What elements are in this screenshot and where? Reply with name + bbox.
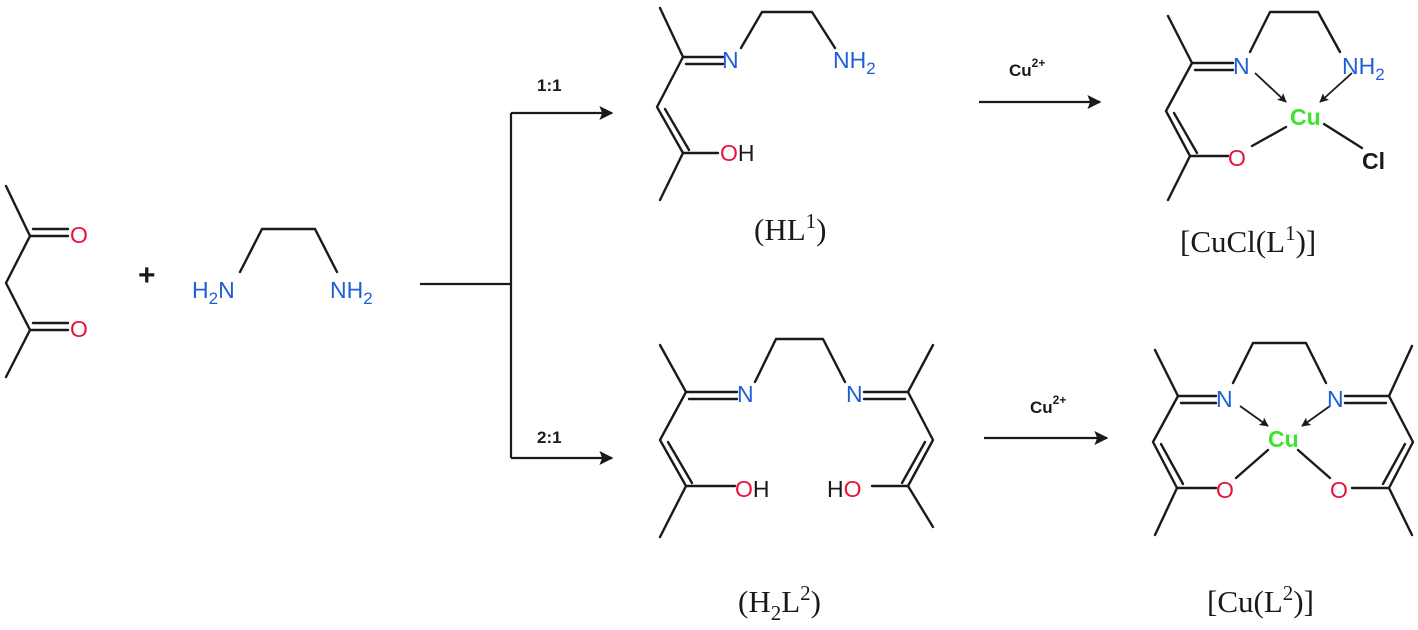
acac-carbonyl-bottom (28, 321, 70, 332)
h2l2-left-alkene (666, 440, 694, 485)
cucl-nh2-cu-dative (1319, 72, 1353, 103)
cucl-l1-complex-molecule: N NH2 O Cu Cl (1164, 10, 1385, 202)
hl1-hydroxyl: OH (720, 140, 755, 166)
cul2-left-imine (1176, 394, 1218, 405)
acac-carbonyl-top (28, 227, 70, 238)
h2l2-ethylene-bridge (753, 337, 847, 384)
cucl-amine: NH2 (1342, 53, 1385, 84)
acac-oxygen-bottom: O (70, 316, 88, 342)
cul2-left-skeleton (1151, 348, 1180, 537)
cucl-cu-cl (1322, 122, 1364, 150)
cul2-right-nitrogen: N (1327, 386, 1344, 412)
cul2-left-oxygen: O (1216, 477, 1234, 503)
cul2-left-alkene (1159, 442, 1185, 486)
cucl-skeleton (1164, 14, 1194, 202)
cucl-chlorine: Cl (1362, 148, 1385, 174)
acac-skeleton (4, 184, 32, 379)
h2l2-right-imine (862, 390, 910, 401)
h2l2-ligand-molecule: N N OH HO (658, 337, 935, 539)
en-amine-right: NH2 (330, 277, 373, 308)
hl1-imine-nitrogen: N (722, 47, 739, 73)
hl1-skeleton (655, 6, 685, 202)
cul2-left-n-cu-dative (1239, 405, 1269, 427)
cul2-ethylene-bridge (1231, 341, 1328, 385)
hl1-ligand-molecule: N NH2 OH (655, 6, 876, 202)
cul2-right-imine (1343, 394, 1391, 405)
h2l2-right-alkene (900, 440, 927, 485)
cucl-n-cu-dative (1254, 72, 1287, 103)
cucl-alkene (1172, 111, 1199, 155)
cul2-left-cu-o (1234, 448, 1270, 480)
cucl-l1-label: [CuCl(L1)] (1180, 221, 1316, 259)
cucl-ethylene-bridge (1248, 10, 1342, 54)
plus-sign: + (138, 259, 156, 292)
cu-l2-label: [Cu(L2)] (1207, 581, 1314, 619)
cul2-right-alkene (1381, 442, 1407, 486)
acetylacetone-molecule: O O (4, 184, 88, 379)
cucl-cu-o (1250, 125, 1288, 148)
ratio-1-1-label: 1:1 (537, 76, 562, 95)
h2l2-right-nitrogen: N (846, 381, 863, 407)
cul2-right-skeleton (1387, 344, 1415, 537)
cucl-imine (1190, 61, 1235, 72)
branch-arrows: 1:1 2:1 (420, 76, 614, 465)
branch-line (420, 113, 513, 458)
ratio-2-1-label: 2:1 (537, 428, 562, 447)
h2l2-left-hydroxyl: OH (735, 476, 770, 502)
hl1-alkene (663, 107, 691, 152)
cucl-oxygen: O (1228, 145, 1246, 171)
hl1-imine (681, 55, 725, 66)
hl1-amine: NH2 (833, 47, 876, 78)
h2l2-left-nitrogen: N (737, 381, 754, 407)
ethylenediamine-molecule: H2N NH2 (192, 227, 373, 308)
cu-ion-label-top: Cu2+ (1009, 56, 1045, 80)
h2l2-left-imine (684, 390, 739, 401)
cul2-copper: Cu (1268, 426, 1299, 452)
cucl-imine-nitrogen: N (1233, 53, 1250, 79)
cul2-right-cu-o (1296, 448, 1332, 480)
cu-addition-arrow-top: Cu2+ (979, 56, 1102, 109)
cul2-right-n-cu-dative (1301, 405, 1331, 427)
cul2-right-oxygen: O (1330, 477, 1348, 503)
cu-l2-complex-molecule: N N Cu O O (1151, 341, 1415, 537)
en-skeleton (238, 227, 339, 274)
h2l2-right-skeleton (906, 343, 935, 529)
cul2-left-nitrogen: N (1216, 386, 1233, 412)
hl1-ethylene-bridge (739, 10, 837, 50)
h2l2-label: (H2L2) (738, 581, 821, 625)
cu-addition-arrow-bottom: Cu2+ (984, 393, 1109, 445)
cucl-copper: Cu (1290, 104, 1321, 130)
hl1-label: (HL1) (754, 209, 826, 247)
h2l2-left-skeleton (658, 343, 688, 539)
h2l2-right-hydroxyl: HO (827, 476, 862, 502)
acac-oxygen-top: O (70, 222, 88, 248)
en-amine-left: H2N (192, 277, 235, 308)
cu-ion-label-bottom: Cu2+ (1030, 393, 1066, 417)
